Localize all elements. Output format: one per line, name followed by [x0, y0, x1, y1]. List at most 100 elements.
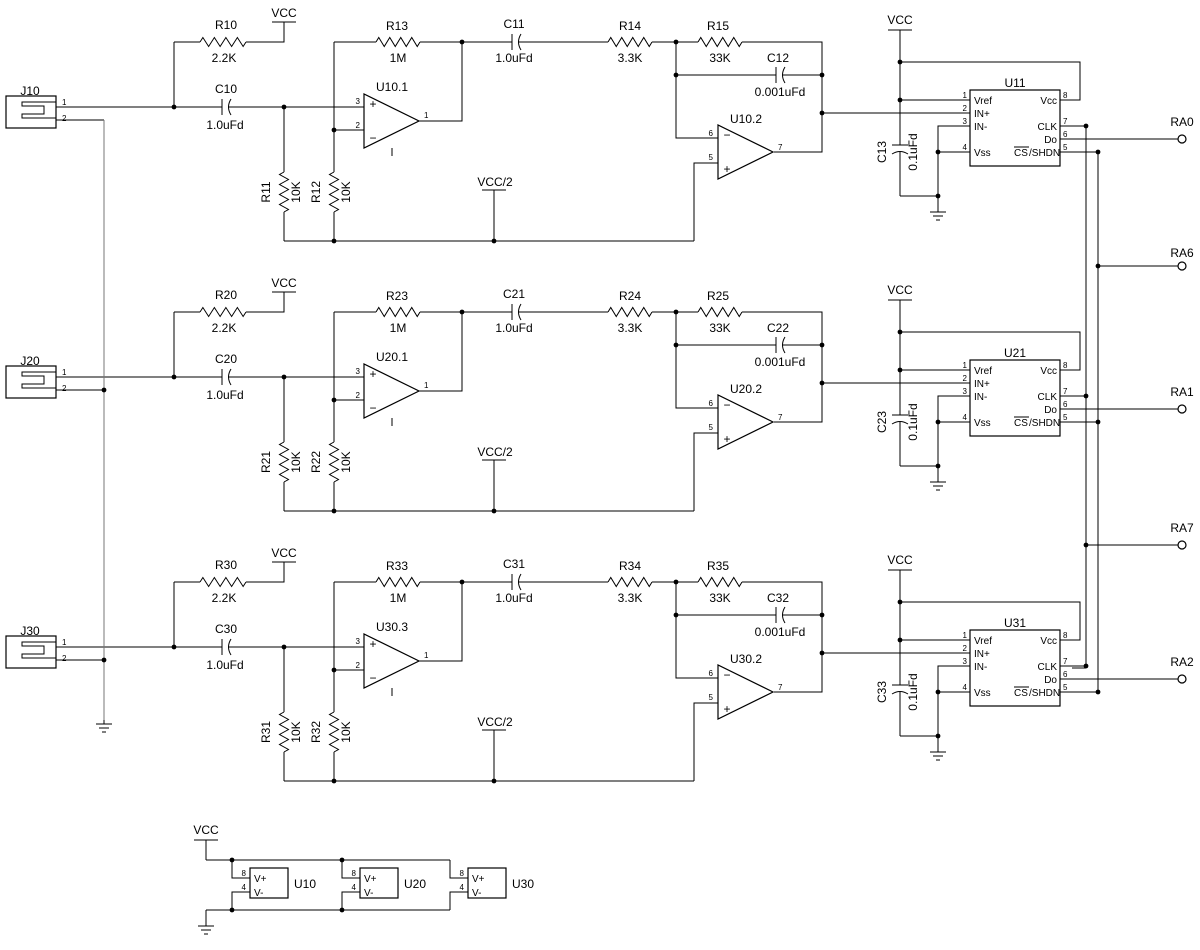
pin-name: IN+: [974, 379, 990, 390]
pin-number: 7: [778, 143, 783, 152]
output-pin: [1177, 134, 1187, 144]
component-value: 33K: [709, 591, 730, 605]
vcc-label: VCC: [887, 13, 913, 27]
pin-name: V-: [472, 888, 481, 899]
pin-number: 3: [963, 657, 968, 666]
ref-designator: U20: [404, 877, 426, 891]
pin-number: 7: [1063, 657, 1068, 666]
component-value: 1M: [390, 591, 407, 605]
ref-designator: R13: [386, 19, 408, 33]
vref-label: VCC/2: [477, 445, 513, 459]
ref-designator: U30: [512, 877, 534, 891]
vcc-label: VCC: [887, 283, 913, 297]
ref-designator: C31: [503, 557, 525, 571]
capacitor-C11: C11 1.0uFd: [462, 17, 608, 65]
jack-label: J10: [20, 84, 40, 98]
vcc-label: VCC: [271, 6, 297, 20]
vcc-label: VCC: [193, 823, 219, 837]
junction-dot: [935, 149, 941, 155]
component-value: 1M: [390, 321, 407, 335]
resistor-R13: R13 1M: [334, 19, 462, 65]
ref-designator: R21: [259, 451, 273, 473]
pin-name: Vss: [974, 148, 991, 159]
ref-designator: C32: [767, 591, 789, 605]
ref-designator: R34: [619, 559, 641, 573]
pin-number: 3: [356, 367, 361, 376]
pin-number: 4: [242, 883, 247, 892]
component-value: 10K: [289, 721, 303, 742]
pin-name: /SHDN: [1029, 418, 1060, 429]
pin-name: IN-: [974, 122, 987, 133]
pin-number: 8: [352, 869, 357, 878]
pin-number: 2: [963, 104, 968, 113]
pin-number: 7: [1063, 387, 1068, 396]
opamp-sign: +: [723, 162, 730, 176]
component-value: 33K: [709, 51, 730, 65]
pin-name: Vss: [974, 688, 991, 699]
pin-number: 8: [1063, 91, 1068, 100]
component-value: 1.0uFd: [206, 658, 243, 672]
junction-dot: [101, 387, 107, 393]
opamp-sign: −: [369, 671, 376, 685]
junction-dot: [1083, 542, 1089, 548]
ref-designator: U30.3: [376, 620, 408, 634]
ref-designator: C11: [503, 17, 524, 31]
opamp-sign: +: [369, 637, 376, 651]
ref-designator: R31: [259, 721, 273, 743]
junction-dot: [339, 907, 345, 913]
junction-dot: [935, 733, 941, 739]
pin-number: 4: [352, 883, 357, 892]
vcc-label: VCC: [271, 546, 297, 560]
component-value: 1.0uFd: [206, 388, 243, 402]
component-value: 10K: [289, 451, 303, 472]
junction-dot: [819, 342, 825, 348]
pin-name: IN-: [974, 392, 987, 403]
pin-name: IN+: [974, 109, 990, 120]
component-value: 2.2K: [212, 321, 237, 335]
opamp-sign: −: [723, 668, 730, 682]
ref-designator: C22: [767, 321, 789, 335]
pin-number: 6: [709, 129, 714, 138]
junction-dot: [897, 637, 903, 643]
component-value: 1M: [390, 51, 407, 65]
pin-number: 5: [1063, 413, 1068, 422]
component-value: 2.2K: [212, 51, 237, 65]
opamp-sign: +: [369, 97, 376, 111]
ref-designator: U20.2: [730, 382, 762, 396]
component-value: 10K: [289, 181, 303, 202]
pin-number: 5: [709, 153, 714, 162]
ref-designator: R32: [309, 721, 323, 743]
pin-number: 2: [62, 654, 67, 663]
pin-name: IN-: [974, 662, 987, 673]
component-value: 1.0uFd: [495, 51, 532, 65]
pin-number: 3: [356, 637, 361, 646]
pin-number: 8: [1063, 631, 1068, 640]
output-pin: [1177, 261, 1187, 271]
pin-name: V-: [364, 888, 373, 899]
pin-name: Vref: [974, 96, 992, 107]
vref-net: VCC/2: [284, 445, 694, 512]
pin-number: 7: [1063, 117, 1068, 126]
pin-name: V+: [472, 874, 485, 885]
ref-designator: R35: [707, 559, 729, 573]
component-value: 2.2K: [212, 591, 237, 605]
component-value: 0.1uFd: [906, 403, 920, 440]
